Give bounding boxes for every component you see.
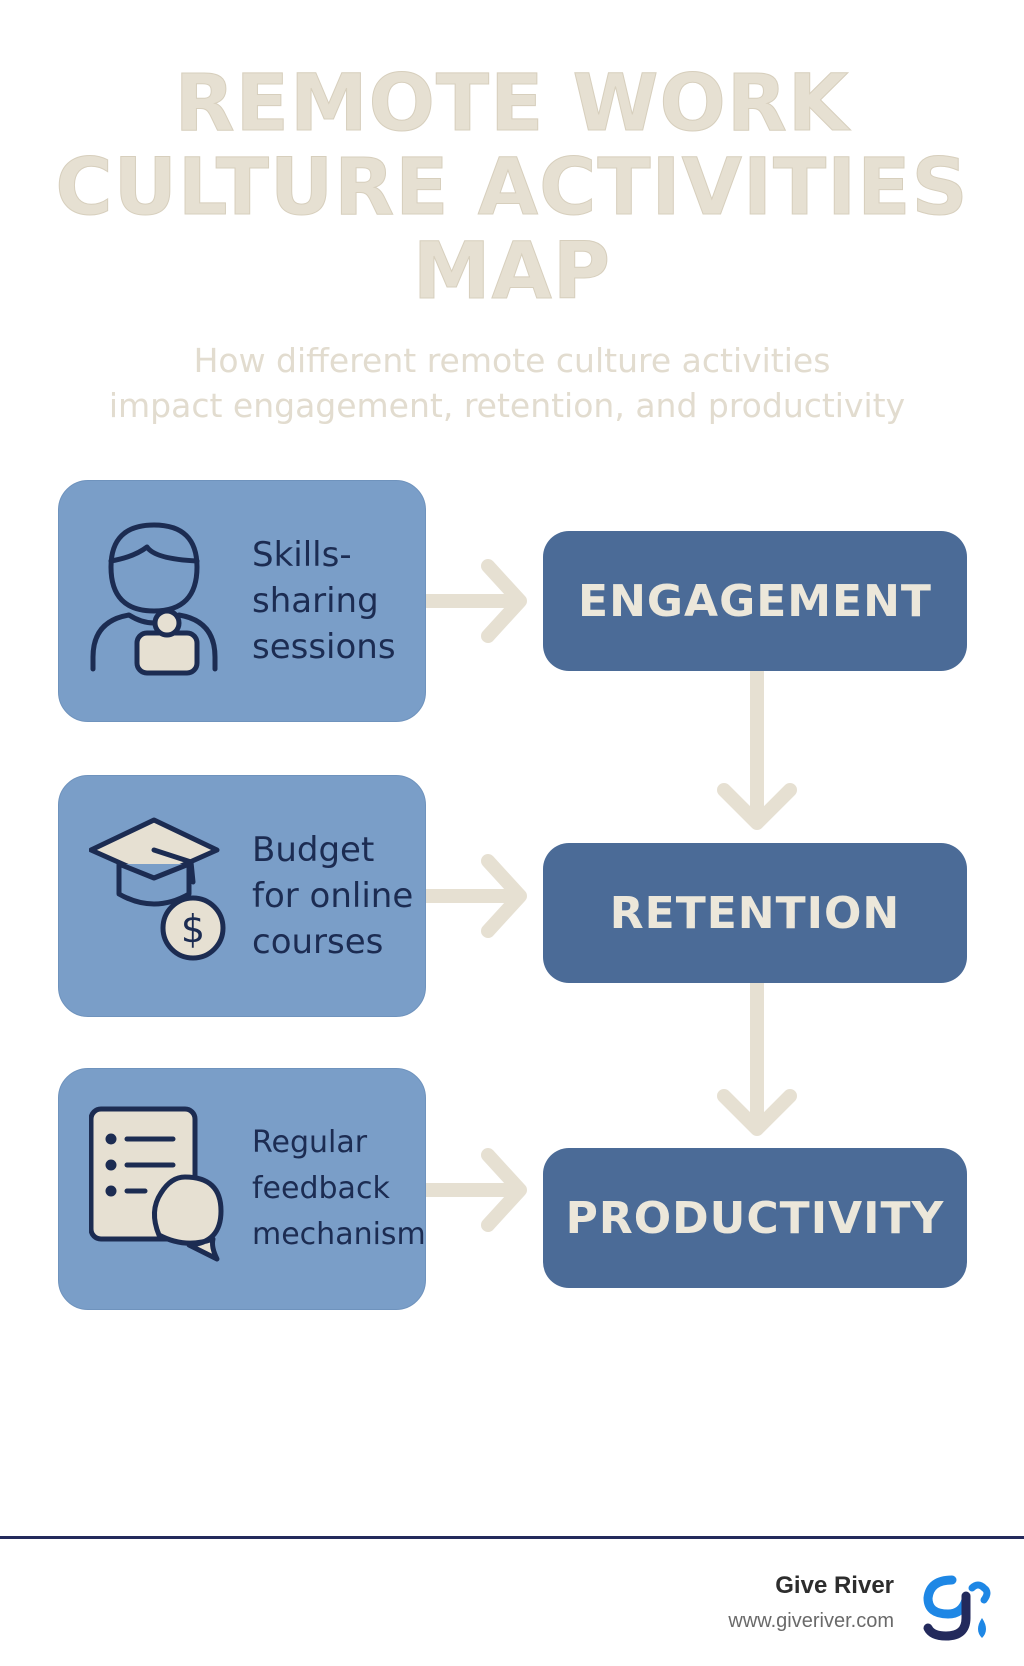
give-river-logo [923, 1575, 991, 1641]
title-line-1: REMOTE WORK [174, 59, 850, 149]
title-line-3: MAP [412, 227, 612, 317]
checklist-chat-icon [89, 1106, 224, 1262]
outcome-productivity: PRODUCTIVITY [543, 1148, 967, 1288]
activity-skills-sharing: Skills- sharing sessions [58, 480, 426, 722]
activity-label: Skills- sharing sessions [252, 535, 396, 667]
brand-url[interactable]: www.giveriver.com [728, 1610, 894, 1632]
title-line-2: CULTURE ACTIVITIES [55, 143, 969, 233]
activity-course-budget: $ Budget for online courses [58, 775, 426, 1017]
arrowhead-skills [481, 559, 527, 643]
page-title: REMOTE WORK CULTURE ACTIVITIES MAP [0, 59, 1024, 317]
subtitle-line-2: impact engagement, retention, and produc… [108, 386, 906, 425]
page-subtitle: How different remote culture activities … [0, 338, 1024, 428]
subtitle-line-1: How different remote culture activities [193, 341, 831, 380]
arrowhead-feedback [481, 1148, 527, 1232]
brand-name: Give River [775, 1572, 894, 1599]
arrowhead-productivity [717, 1089, 797, 1136]
activity-feedback: Regular feedback mechanism [58, 1068, 426, 1310]
arrowhead-retention [717, 783, 797, 830]
footer-brand: Give River www.giveriver.com [728, 1568, 894, 1638]
footer-divider [0, 1536, 1024, 1539]
person-teacher-icon [90, 522, 218, 676]
outcome-retention: RETENTION [543, 843, 967, 983]
outcome-engagement: ENGAGEMENT [543, 531, 967, 671]
graduation-cap-dollar-icon: $ [89, 817, 226, 961]
activity-label: Regular feedback mechanism [252, 1125, 426, 1252]
activity-label: Budget for online courses [252, 830, 414, 962]
svg-text:$: $ [181, 907, 205, 951]
arrowhead-budget [481, 854, 527, 938]
